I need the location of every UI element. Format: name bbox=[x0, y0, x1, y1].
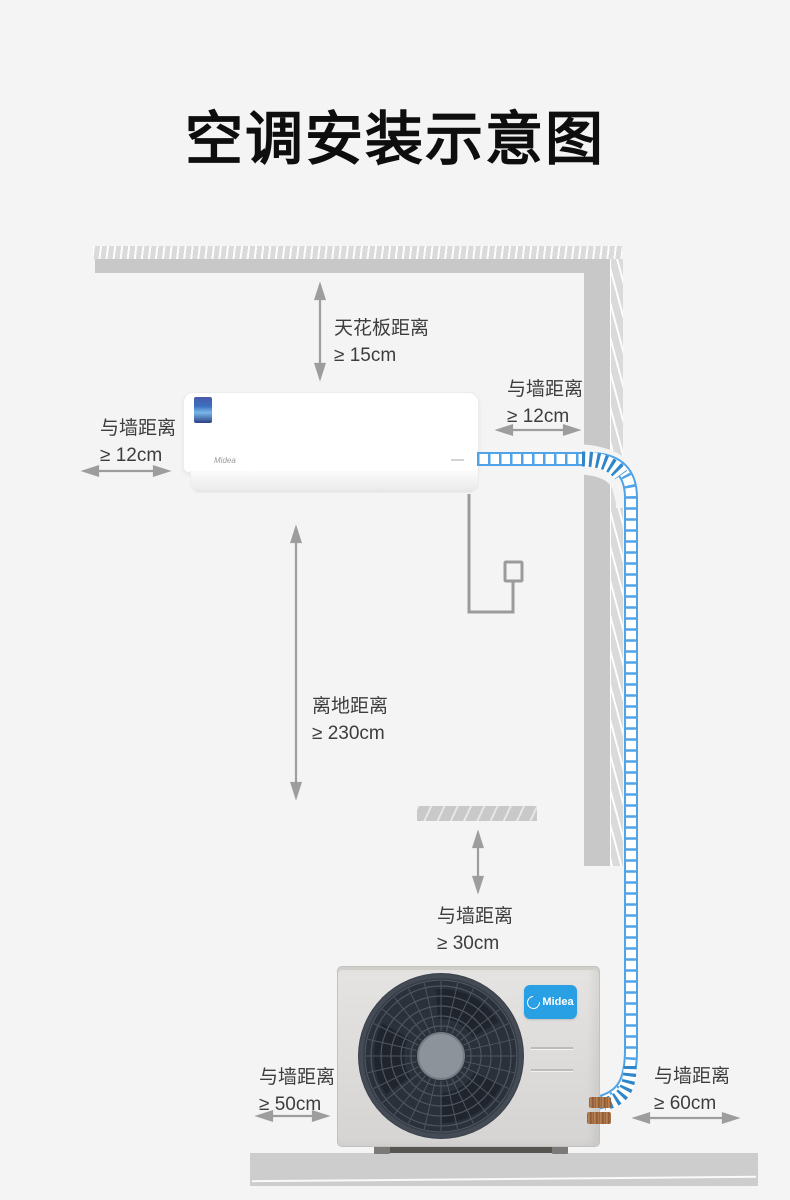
outdoor-unit-foot-left bbox=[374, 1144, 390, 1154]
ceiling-distance-arrow bbox=[313, 281, 327, 382]
page-title: 空调安装示意图 bbox=[184, 107, 605, 172]
indoor-model-text bbox=[451, 459, 464, 461]
ceiling-distance-label: 天花板距离 ≥ 15cm bbox=[334, 318, 430, 366]
midea-logo-icon bbox=[524, 992, 544, 1012]
side-vent-slot bbox=[531, 1069, 573, 1071]
indoor-brand-logo: Midea bbox=[214, 456, 236, 465]
outdoor-unit: Midea bbox=[337, 966, 600, 1147]
fan-grille bbox=[358, 973, 524, 1139]
above-outdoor-distance-label: 与墙距离 ≥ 30cm bbox=[437, 906, 514, 954]
fan-hub bbox=[418, 1033, 464, 1079]
outdoor-brand-badge: Midea bbox=[524, 985, 577, 1019]
energy-efficiency-label bbox=[194, 397, 212, 423]
right-wall bbox=[584, 259, 610, 866]
ceiling-hatch-edge bbox=[93, 246, 622, 259]
wall-left-distance-label: 与墙距离 ≥ 12cm bbox=[100, 418, 177, 466]
ceiling-bar bbox=[95, 259, 622, 273]
floor-distance-label: 离地距离 ≥ 230cm bbox=[312, 696, 389, 744]
side-vent-slot bbox=[531, 1047, 573, 1049]
copper-pipe-fitting bbox=[589, 1097, 611, 1108]
outdoor-right-distance-label: 与墙距离 ≥ 60cm bbox=[654, 1066, 731, 1114]
outdoor-left-distance-label: 与墙距离 ≥ 50cm bbox=[259, 1067, 336, 1115]
wall-right-distance-label: 与墙距离 ≥ 12cm bbox=[507, 379, 584, 427]
right-wall-hatch-edge bbox=[610, 259, 623, 866]
above-outdoor-distance-arrow bbox=[471, 829, 485, 895]
indoor-unit: Midea bbox=[183, 392, 479, 473]
outdoor-unit-shadow bbox=[387, 1143, 555, 1153]
power-plug bbox=[503, 560, 524, 583]
power-cord bbox=[467, 494, 515, 614]
outdoor-unit-foot-right bbox=[552, 1144, 568, 1154]
indoor-unit-air-outlet bbox=[190, 471, 479, 493]
obstacle-ledge bbox=[417, 806, 537, 821]
floor-distance-arrow bbox=[289, 524, 303, 801]
copper-pipe-fitting bbox=[587, 1112, 611, 1124]
outdoor-brand-text: Midea bbox=[542, 996, 574, 1008]
